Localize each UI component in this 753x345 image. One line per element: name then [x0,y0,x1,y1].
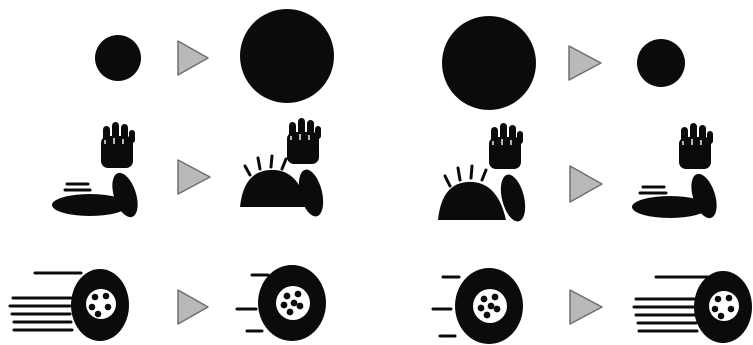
bumped-arm-fist-icon [438,123,529,224]
right-triangle-arrow-icon [569,46,601,80]
right-triangle-arrow-icon [570,166,602,202]
flat-arm-fist-icon [52,122,143,220]
small-circle-icon [637,39,685,87]
fast-wheel-icon [10,269,129,341]
arm-row [52,118,327,220]
fast-wheel-icon [634,271,752,343]
arm-row [438,123,722,224]
right-triangle-arrow-icon [570,290,602,324]
circle-row [95,9,334,103]
small-circle-icon [95,35,141,81]
wheel-row [433,268,752,344]
large-circle-icon [240,9,334,103]
right-triangle-arrow-icon [178,160,210,194]
right-triangle-arrow-icon [178,290,208,324]
flat-arm-fist-icon [632,123,722,221]
slow-wheel-icon [237,265,326,341]
circle-row [442,16,685,110]
bumped-arm-fist-icon [240,118,327,219]
left-panel [10,9,334,341]
large-circle-icon [442,16,536,110]
right-panel [433,16,752,344]
wheel-row [10,265,326,341]
slow-wheel-icon [433,268,523,344]
right-triangle-arrow-icon [178,41,208,75]
